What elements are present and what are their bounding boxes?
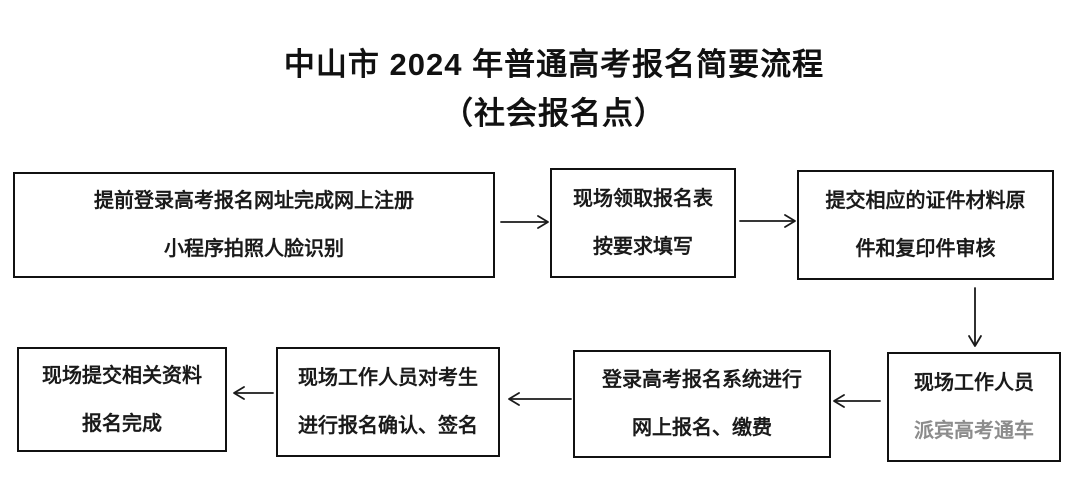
flow-step-register-online: 提前登录高考报名网址完成网上注册 小程序拍照人脸识别 <box>13 172 495 278</box>
flow-step-text: 登录高考报名系统进行 <box>602 369 802 391</box>
flow-step-text: 件和复印件审核 <box>855 238 996 260</box>
flow-step-text: 按要求填写 <box>593 236 693 258</box>
arrow-down-step3-to-step4 <box>968 287 982 347</box>
flow-step-text: 现场工作人员对考生 <box>298 367 478 389</box>
flow-step-text: 现场工作人员 <box>914 372 1034 394</box>
flow-step-text: 进行报名确认、签名 <box>298 415 478 437</box>
flow-step-text: 现场领取报名表 <box>573 188 713 210</box>
arrow-right-step2-to-step3 <box>739 214 796 228</box>
title-line-1: 中山市 2024 年普通高考报名简要流程 <box>283 47 825 82</box>
arrow-right-step1-to-step2 <box>500 215 549 229</box>
watermark-text: 派宾高考通车 <box>914 420 1034 442</box>
arrow-left-step6-to-step7 <box>233 386 274 400</box>
arrow-left-step4-to-step5 <box>833 394 881 408</box>
flow-step-complete: 现场提交相关资料 报名完成 <box>17 347 227 452</box>
arrow-left-step5-to-step6 <box>508 392 572 406</box>
flow-step-text: 网上报名、缴费 <box>632 417 772 439</box>
flow-step-text: 现场提交相关资料 <box>42 364 202 387</box>
flow-step-text: 提交相应的证件材料原 <box>825 190 1026 212</box>
flow-step-confirm-sign: 现场工作人员对考生 进行报名确认、签名 <box>276 347 500 457</box>
flow-step-text: 小程序拍照人脸识别 <box>164 238 344 260</box>
title-line-2: （社会报名点） <box>442 96 666 131</box>
flow-step-online-payment: 登录高考报名系统进行 网上报名、缴费 <box>573 350 831 458</box>
flow-step-text: 提前登录高考报名网址完成网上注册 <box>94 190 414 212</box>
flow-step-get-form: 现场领取报名表 按要求填写 <box>550 168 736 278</box>
page-title: 中山市 2024 年普通高考报名简要流程 （社会报名点） <box>14 40 1080 138</box>
flow-step-text: 报名完成 <box>82 412 162 435</box>
flow-step-submit-documents: 提交相应的证件材料原 件和复印件审核 <box>797 170 1054 280</box>
flow-step-staff-onsite: 现场工作人员 派宾高考通车 <box>887 352 1061 462</box>
